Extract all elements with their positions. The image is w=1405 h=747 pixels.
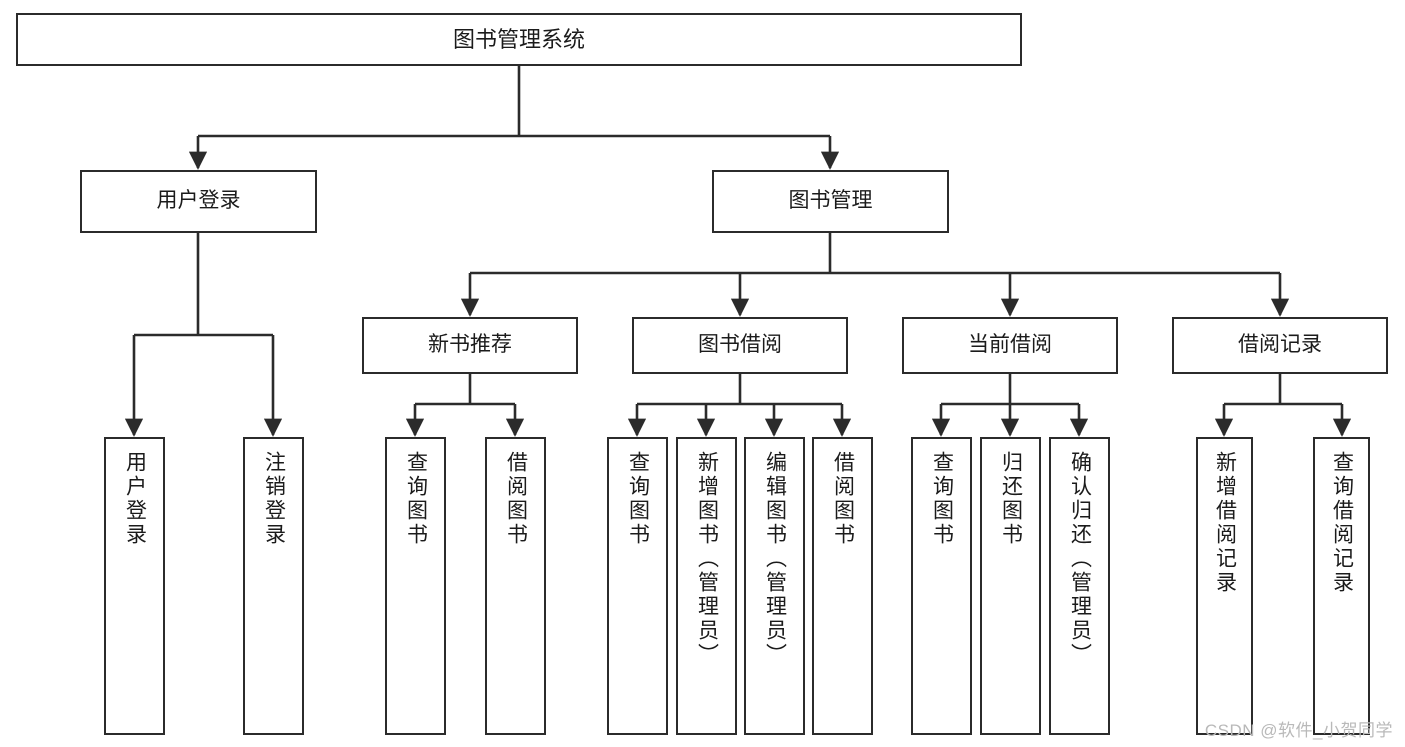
node-book-borrow[interactable]: 图书借阅 — [632, 317, 848, 374]
node-leaf-borrow-book-1-label: 借阅图书 — [504, 451, 528, 547]
csdn-watermark: CSDN @软件_小贺同学 — [1204, 721, 1393, 740]
node-leaf-add-book-label: 新增图书（管理员） — [695, 451, 719, 667]
node-leaf-user-login[interactable]: 用户登录 — [104, 437, 165, 735]
node-current-borrow-label: 当前借阅 — [968, 333, 1052, 357]
node-leaf-query-book-3[interactable]: 查询图书 — [911, 437, 972, 735]
node-book-manage-label: 图书管理 — [788, 189, 873, 213]
node-leaf-query-record-label: 查询借阅记录 — [1330, 451, 1354, 595]
node-leaf-query-book-3-label: 查询图书 — [930, 451, 954, 547]
node-leaf-return-book[interactable]: 归还图书 — [980, 437, 1041, 735]
node-leaf-confirm-return-label: 确认归还（管理员） — [1068, 451, 1092, 667]
node-leaf-borrow-book-2[interactable]: 借阅图书 — [812, 437, 873, 735]
node-user-login[interactable]: 用户登录 — [80, 170, 317, 233]
node-book-borrow-label: 图书借阅 — [698, 333, 782, 357]
node-leaf-query-book-1-label: 查询图书 — [404, 451, 428, 547]
node-leaf-query-book-1[interactable]: 查询图书 — [385, 437, 446, 735]
node-current-borrow[interactable]: 当前借阅 — [902, 317, 1118, 374]
node-root[interactable]: 图书管理系统 — [16, 13, 1022, 66]
node-leaf-confirm-return[interactable]: 确认归还（管理员） — [1049, 437, 1110, 735]
node-leaf-query-record[interactable]: 查询借阅记录 — [1313, 437, 1370, 735]
node-leaf-query-book-2[interactable]: 查询图书 — [607, 437, 668, 735]
node-leaf-edit-book[interactable]: 编辑图书（管理员） — [744, 437, 805, 735]
node-leaf-query-book-2-label: 查询图书 — [626, 451, 650, 547]
node-leaf-add-book[interactable]: 新增图书（管理员） — [676, 437, 737, 735]
node-leaf-return-book-label: 归还图书 — [999, 451, 1023, 547]
node-user-login-label: 用户登录 — [156, 189, 241, 213]
node-new-book-recommend-label: 新书推荐 — [428, 333, 512, 357]
node-leaf-borrow-book-2-label: 借阅图书 — [831, 451, 855, 547]
node-book-manage[interactable]: 图书管理 — [712, 170, 949, 233]
node-borrow-record-label: 借阅记录 — [1238, 333, 1322, 357]
node-leaf-user-logout-label: 注销登录 — [262, 451, 286, 547]
node-borrow-record[interactable]: 借阅记录 — [1172, 317, 1388, 374]
node-leaf-user-logout[interactable]: 注销登录 — [243, 437, 304, 735]
node-leaf-borrow-book-1[interactable]: 借阅图书 — [485, 437, 546, 735]
node-root-label: 图书管理系统 — [452, 26, 585, 52]
node-leaf-add-record[interactable]: 新增借阅记录 — [1196, 437, 1253, 735]
node-leaf-add-record-label: 新增借阅记录 — [1213, 451, 1237, 595]
node-new-book-recommend[interactable]: 新书推荐 — [362, 317, 578, 374]
node-leaf-user-login-label: 用户登录 — [123, 451, 147, 547]
node-leaf-edit-book-label: 编辑图书（管理员） — [763, 451, 787, 667]
